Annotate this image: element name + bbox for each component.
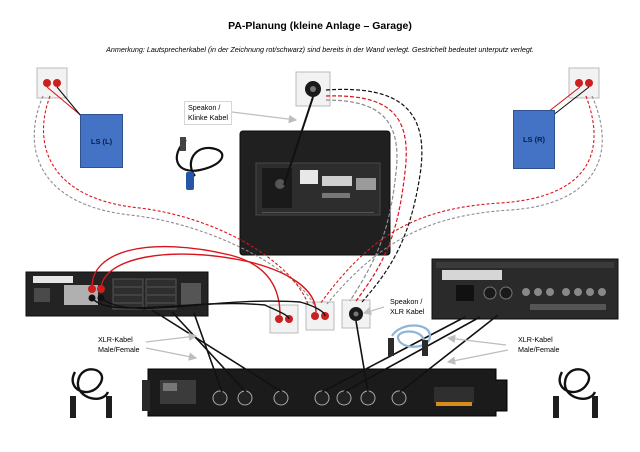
xlr-cable-icon [70,368,112,418]
page-title: PA-Planung (kleine Anlage – Garage) [228,20,412,32]
label-line: Male/Female [518,345,560,354]
label-xlr-right: XLR-Kabel Male/Female [516,334,562,356]
label-line: Speakon / [390,297,423,306]
label-xlr-left: XLR-Kabel Male/Female [96,334,142,356]
label-line: Klinke Kabel [188,113,228,122]
label-line: XLR-Kabel [518,335,553,344]
label-line: Male/Female [98,345,140,354]
xlr-cable-icon [388,324,432,356]
subwoofer-cable [283,96,314,186]
in-wall-cable-left [33,95,315,306]
in-wall-cable-right [319,95,603,305]
speakon-cable-icon [175,137,224,190]
speaker-right: LS (R) [513,110,555,169]
wall-socket-icon [568,67,600,99]
note-text: Anmerkung: Lautsprecherkabel (in der Zei… [106,45,534,54]
label-speakon-xlr: Speakon / XLR Kabel [388,296,426,318]
speaker-left: LS (L) [80,114,123,168]
label-speakon-klinke: Speakon / Klinke Kabel [184,101,232,125]
label-line: XLR Kabel [390,307,425,316]
label-line: XLR-Kabel [98,335,133,344]
amp-output-cables [91,245,326,320]
xlr-cable-icon [553,368,598,418]
amplifier-icon [25,271,209,317]
wall-socket-icon [305,301,335,331]
in-wall-cable-sub [325,88,423,303]
crossover-icon [142,368,508,417]
signal-cables [151,309,499,393]
mixer-icon [431,258,619,320]
label-line: Speakon / [188,103,221,112]
speaker-cable-right [547,86,590,117]
subwoofer-icon [239,130,391,256]
annotation-arrows [145,111,509,365]
speakon-socket-icon [295,71,331,107]
